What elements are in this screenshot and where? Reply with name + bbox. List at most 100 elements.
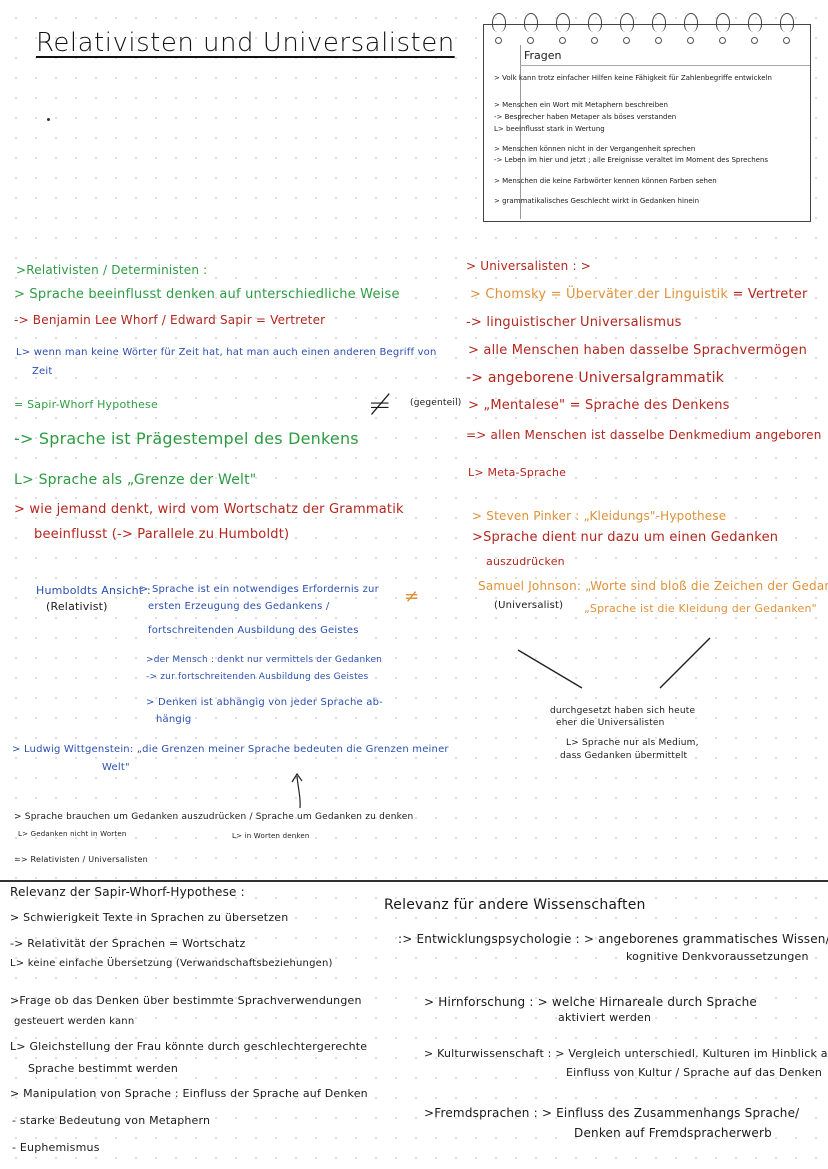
note-line: > Sprache beeinflusst denken auf untersc… (14, 287, 400, 302)
fragen-heading: Fragen (524, 49, 562, 62)
note-line: Zeit (32, 366, 53, 377)
fragen-line: > Menschen können nicht in der Vergangen… (494, 145, 696, 153)
page-title: Relativisten und Universalisten (36, 28, 455, 58)
gegenteil-label: (gegenteil) (410, 398, 462, 408)
hole-icon (655, 37, 662, 44)
humboldt-tag: (Relativist) (46, 600, 108, 613)
note-line: dass Gedanken übermittelt (560, 751, 688, 761)
note-line: -> angeborene Universalgrammatik (466, 370, 725, 386)
universalist-tag: (Universalist) (494, 600, 564, 611)
note-line: auszudrücken (486, 555, 565, 568)
note-line: > Sprache brauchen um Gedanken auszudrüc… (14, 812, 414, 822)
note-line: > Manipulation von Sprache : Einfluss de… (10, 1087, 368, 1100)
hole-icon (719, 37, 726, 44)
not-equal-symbol-2: ≠ (404, 586, 420, 607)
fragen-line: L> beeinflusst stark in Wertung (494, 125, 605, 133)
note-line: -> Benjamin Lee Whorf / Edward Sapir = V… (14, 313, 326, 327)
note-line: Denken auf Fremdspracherwerb (574, 1126, 772, 1140)
wittgenstein-quote: > Ludwig Wittgenstein: „die Grenzen mein… (12, 744, 449, 755)
humboldt-label: Humboldts Ansicht : (36, 584, 151, 597)
converging-lines (517, 637, 711, 689)
ring-icon (588, 13, 602, 32)
note-line: kognitive Denkvoraussetzungen (626, 950, 809, 963)
margin-line (520, 45, 521, 219)
note-line: gesteuert werden kann (14, 1016, 135, 1027)
ring-icon (524, 13, 538, 32)
note-line: ersten Erzeugung des Gedankens / (148, 601, 330, 612)
note-line: durchgesetzt haben sich heute (550, 706, 696, 716)
note-line: > wie jemand denkt, wird vom Wortschatz … (14, 502, 404, 517)
note-line: Samuel Johnson: „Worte sind bloß die Zei… (478, 579, 828, 593)
ring-icon (748, 13, 762, 32)
note-line: L> Sprache nur als Medium, (566, 738, 699, 748)
fragen-line: > Menschen ein Wort mit Metaphern beschr… (494, 101, 668, 109)
note-line: :> Entwicklungspsychologie : > angeboren… (398, 932, 828, 946)
note-line: L> keine einfache Übersetzung (Verwandsc… (10, 958, 333, 969)
note-line: -> zur fortschreitenden Ausbildung des G… (146, 672, 369, 682)
note-line: eher die Universalisten (556, 718, 665, 728)
ring-icon (780, 13, 794, 32)
hole-icon (623, 37, 630, 44)
note-line: L> Gleichstellung der Frau könnte durch … (10, 1040, 368, 1053)
note-line: > alle Menschen haben dasselbe Sprachver… (468, 343, 808, 358)
note-line: >Frage ob das Denken über bestimmte Spra… (10, 994, 362, 1007)
note-line: Sprache bestimmt werden (28, 1062, 179, 1075)
hole-icon (783, 37, 790, 44)
up-arrow-icon (291, 772, 303, 809)
fragen-line: > Menschen die keine Farbwörter kennen k… (494, 177, 717, 185)
ring-icon (716, 13, 730, 32)
ring-icon (684, 13, 698, 32)
note-line: >Fremdsprachen : > Einfluss des Zusammen… (424, 1106, 800, 1120)
note-line: > Sprache ist ein notwendiges Erforderni… (140, 584, 379, 595)
fragen-line: -> Leben im hier und jetzt ; alle Ereign… (494, 156, 769, 164)
note-line: -> linguistischer Universalismus (466, 315, 682, 330)
note-line: - starke Bedeutung von Metaphern (12, 1114, 211, 1127)
note-line: > „Mentalese" = Sprache des Denkens (468, 398, 730, 413)
fragen-line: > grammatikalisches Geschlecht wirkt in … (494, 197, 700, 205)
note-line: -> Sprache ist Prägestempel des Denkens (14, 429, 359, 448)
note-line: >Sprache dient nur dazu um einen Gedanke… (472, 530, 779, 545)
note-line: > Schwierigkeit Texte in Sprachen zu übe… (10, 911, 289, 924)
note-line: „Sprache ist die Kleidung der Gedanken" (584, 602, 817, 615)
note-line: > Steven Pinker : „Kleidungs"-Hypothese (472, 509, 727, 523)
note-line: L> Gedanken nicht in Worten (18, 830, 127, 838)
note-line: - Euphemismus (12, 1141, 100, 1154)
relevanz-wissenschaften-heading: Relevanz für andere Wissenschaften (384, 897, 646, 913)
universalisten-heading: > Universalisten : > (466, 259, 591, 273)
note-line: L> Meta-Sprache (468, 466, 567, 479)
note-line: > Kulturwissenschaft : > Vergleich unter… (424, 1047, 828, 1060)
stray-dot (47, 118, 50, 121)
hole-icon (687, 37, 694, 44)
hole-icon (591, 37, 598, 44)
hole-icon (527, 37, 534, 44)
hole-icon (559, 37, 566, 44)
note-line: > Denken ist abhängig von jeder Sprache … (146, 697, 383, 708)
note-line: = Sapir-Whorf Hypothese (14, 398, 158, 411)
note-line: hängig (156, 714, 192, 725)
wittgenstein-quote-end: Welt" (102, 762, 130, 773)
note-line: Einfluss von Kultur / Sprache auf das De… (566, 1066, 823, 1079)
note-line: >der Mensch : denkt nur vermittels der G… (146, 655, 383, 665)
relevanz-sapir-whorf-heading: Relevanz der Sapir-Whorf-Hypothese : (10, 885, 245, 899)
not-equal-symbol: ≠ (368, 388, 392, 421)
note-line: L> wenn man keine Wörter für Zeit hat, h… (16, 347, 437, 358)
heading-rule (520, 65, 810, 66)
fragen-notebook: Fragen > Volk kann trotz einfacher Hilfe… (483, 13, 811, 222)
note-line: => allen Menschen ist dasselbe Denkmediu… (466, 428, 822, 442)
section-divider (0, 880, 828, 882)
note-line: L> in Worten denken (232, 832, 310, 840)
ring-icon (652, 13, 666, 32)
ring-icon (556, 13, 570, 32)
note-line: => Relativisten / Universalisten (14, 855, 148, 864)
ring-icon (492, 13, 506, 32)
note-line: beeinflusst (-> Parallele zu Humboldt) (34, 527, 290, 542)
note-line: L> Sprache als „Grenze der Welt" (14, 472, 257, 488)
note-line: fortschreitenden Ausbildung des Geistes (148, 625, 359, 636)
note-line: -> Relativität der Sprachen = Wortschatz (10, 937, 246, 950)
fragen-line: -> Besprecher haben Metaper als böses ve… (494, 113, 677, 121)
note-line: aktiviert werden (558, 1011, 652, 1024)
note-line: > Hirnforschung : > welche Hirnareale du… (424, 995, 758, 1009)
relativisten-heading: >Relativisten / Deterministen : (16, 263, 208, 277)
ring-icon (620, 13, 634, 32)
hole-icon (751, 37, 758, 44)
